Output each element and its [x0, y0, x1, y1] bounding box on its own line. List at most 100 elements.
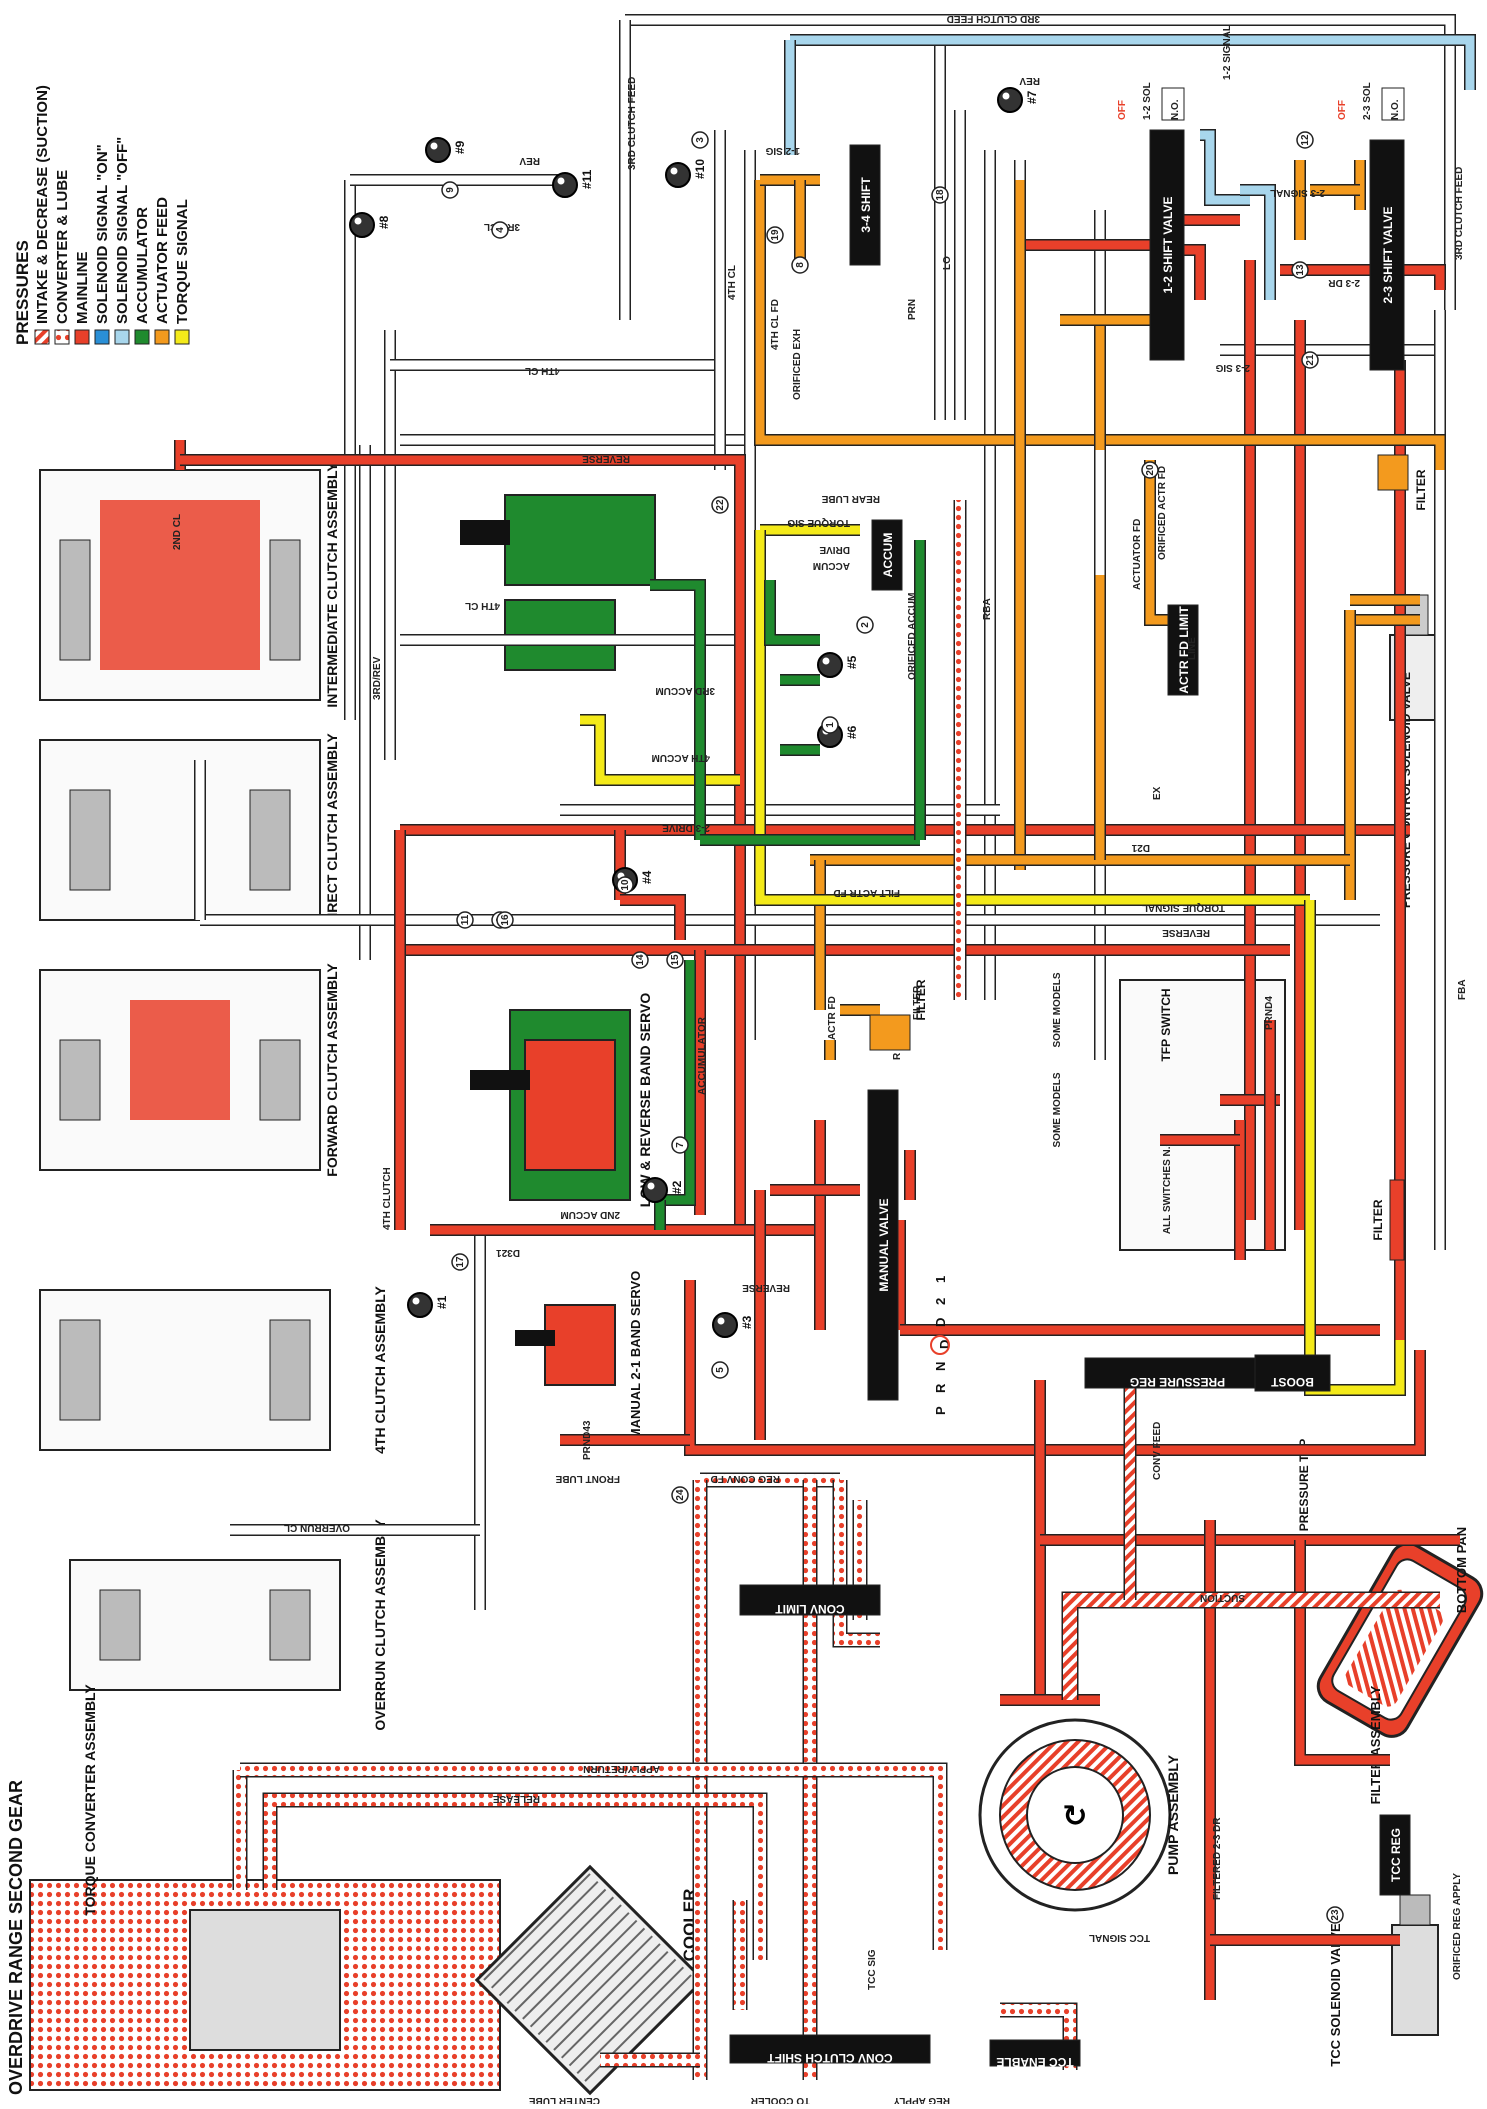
orifice-marker — [666, 951, 684, 969]
passage-label-third-clutch-feed-top: 3RD CLUTCH FEED — [947, 13, 1040, 24]
orifice-marker — [1296, 131, 1314, 149]
valve-label: BOOST — [1270, 1375, 1313, 1389]
passage-label-center-lube: CENTER LUBE — [529, 2095, 600, 2104]
orifice-number: 15 — [670, 954, 681, 966]
torque-converter-assembly: TORQUE CONVERTER ASSEMBLY — [29, 1684, 501, 2091]
orifice-marker — [791, 256, 809, 274]
passage-label-fba: FBA — [1457, 979, 1468, 1000]
checkball-label: #6 — [845, 725, 859, 739]
valve-body — [1254, 1354, 1331, 1392]
checkball — [997, 87, 1023, 113]
valve-shift-34: 3-4 SHIFT — [849, 144, 881, 266]
gear-position-label: D — [933, 1318, 948, 1327]
filter-assembly-label: FILTER ASSEMBLY — [1368, 1685, 1383, 1804]
gear-position-label: 1 — [933, 1276, 948, 1283]
passage-label-third-rev: 3RD/REV — [372, 656, 383, 700]
checkball — [712, 1312, 738, 1338]
checkball — [407, 1292, 433, 1318]
orifice-number: 10 — [620, 879, 631, 891]
orifice-number: 9 — [445, 187, 456, 193]
passage — [1145, 460, 1170, 625]
passage-label-filt-actr-fd: FILT ACTR FD — [833, 887, 900, 898]
passage — [620, 895, 685, 940]
orifice-number: 8 — [795, 262, 806, 268]
valve-shift-23: 2-3 SHIFT VALVE — [1369, 139, 1405, 371]
diagram-title: OVERDRIVE RANGE SECOND GEAR — [6, 1780, 26, 2095]
sol-12-name: 1-2 SOL — [1142, 82, 1153, 120]
passage — [240, 1764, 946, 1950]
valve-label: TCC REG — [1389, 1828, 1403, 1882]
checkball — [425, 137, 451, 163]
manual-21-servo-label: MANUAL 2-1 BAND SERVO — [628, 1271, 643, 1440]
manual-21-band-servo: MANUAL 2-1 BAND SERVO — [515, 1271, 643, 1440]
gear-position-label: 2 — [933, 1298, 948, 1305]
cooler-fin — [561, 1951, 669, 2059]
cooler-fin — [576, 1966, 685, 2075]
passage-label-accumulator: ACCUMULATOR — [697, 1016, 708, 1095]
torque-converter-label: TORQUE CONVERTER ASSEMBLY — [82, 1684, 98, 1916]
valve-label: ACCUM — [881, 533, 895, 578]
orifice-marker — [1301, 351, 1319, 369]
checkball-label: #10 — [693, 159, 707, 179]
filter-right-label: FILTER — [1371, 1199, 1385, 1240]
passage — [264, 1794, 766, 1960]
valve-tcc-enable: TCC ENABLE — [989, 2039, 1081, 2069]
orifice-marker — [711, 1361, 729, 1379]
passage-outline — [650, 579, 706, 840]
valve-label: TCC ENABLE — [996, 2055, 1073, 2069]
legend-item-label: SOLENOID SIGNAL "ON" — [94, 144, 111, 324]
passage-label-drive-23: 2-3 DRIVE — [662, 822, 710, 833]
orifice-marker — [856, 616, 874, 634]
passage-label-dr-23: 2-3 DR — [1328, 277, 1360, 288]
passage-label-tcc-signal: TCC SIGNAL — [1089, 1932, 1150, 1943]
bottom-pan-label: BOTTOM PAN — [1454, 1527, 1469, 1613]
checkball-label: #1 — [435, 1295, 449, 1309]
passage-label-ex: EX — [1152, 786, 1163, 800]
sol-23-name: 2-3 SOL — [1362, 82, 1373, 120]
legend-swatch — [34, 329, 50, 345]
low-reverse-band-servo: LOW & REVERSE BAND SERVO — [470, 993, 653, 1207]
legend-swatch — [54, 329, 70, 345]
selected-gear-indicator — [930, 1335, 950, 1355]
orifice-marker — [711, 496, 729, 514]
orifice-number: 5 — [715, 1367, 726, 1373]
forward-clutch-assembly: FORWARD CLUTCH ASSEMBLY — [39, 963, 340, 1177]
valve-body — [1167, 604, 1199, 696]
checkball-label: #11 — [580, 169, 594, 189]
orifice-number: 12 — [1300, 134, 1311, 146]
some-models-label-2: SOME MODELS — [1052, 1072, 1063, 1147]
orifice-number: 20 — [1145, 464, 1156, 476]
passage-label-third-clutch-feed-right: 3RD CLUTCH FEED — [1454, 167, 1465, 260]
valve-body — [739, 1584, 881, 1616]
valve-label: 2-3 SHIFT VALVE — [1381, 207, 1395, 304]
passage-label-fourth-clutch: 4TH CLUTCH — [382, 1167, 393, 1230]
passage-label-filtered-23-dr: FILTERED 2-3 DR — [1212, 1817, 1223, 1900]
orifice-marker — [1141, 461, 1159, 479]
some-models-label-1: SOME MODELS — [1052, 972, 1063, 1047]
filter-top: FILTER — [1377, 454, 1428, 511]
sol-23-state: OFF — [1337, 100, 1348, 120]
pump-assembly: ↻ PUMP ASSEMBLY — [978, 1718, 1181, 1912]
cooler-fin — [529, 1919, 638, 2028]
orifice-marker — [616, 876, 634, 894]
intermediate-clutch-assembly: INTERMEDIATE CLUTCH ASSEMBLY — [39, 462, 340, 708]
orifice-marker — [1326, 1906, 1344, 1924]
passage-label-actuator-fd: ACTUATOR FD — [1132, 519, 1143, 590]
passage-label-rev-top: REV — [519, 155, 540, 166]
valve-body — [1084, 1357, 1271, 1389]
pump-label: PUMP ASSEMBLY — [1165, 1754, 1181, 1875]
tcc-solenoid-label: TCC SOLENOID VALVE — [1328, 1923, 1343, 2067]
checkball-highlight — [354, 217, 362, 225]
passage-label-sig-12: 1-2 SIG — [765, 145, 800, 156]
checkball-highlight — [822, 657, 830, 665]
passage-label-second-accum: 2ND ACCUM — [560, 1209, 620, 1220]
tcc-solenoid-valve: TCC SOLENOID VALVE — [1328, 1894, 1439, 2067]
passage-label-front-lube: FRONT LUBE — [555, 1473, 620, 1484]
checkball-highlight — [557, 177, 565, 185]
legend-item-label: CONVERTER & LUBE — [54, 170, 71, 324]
pressure-tap-label: PRESSURE TAP — [1297, 1439, 1311, 1531]
valve-body — [871, 519, 903, 591]
